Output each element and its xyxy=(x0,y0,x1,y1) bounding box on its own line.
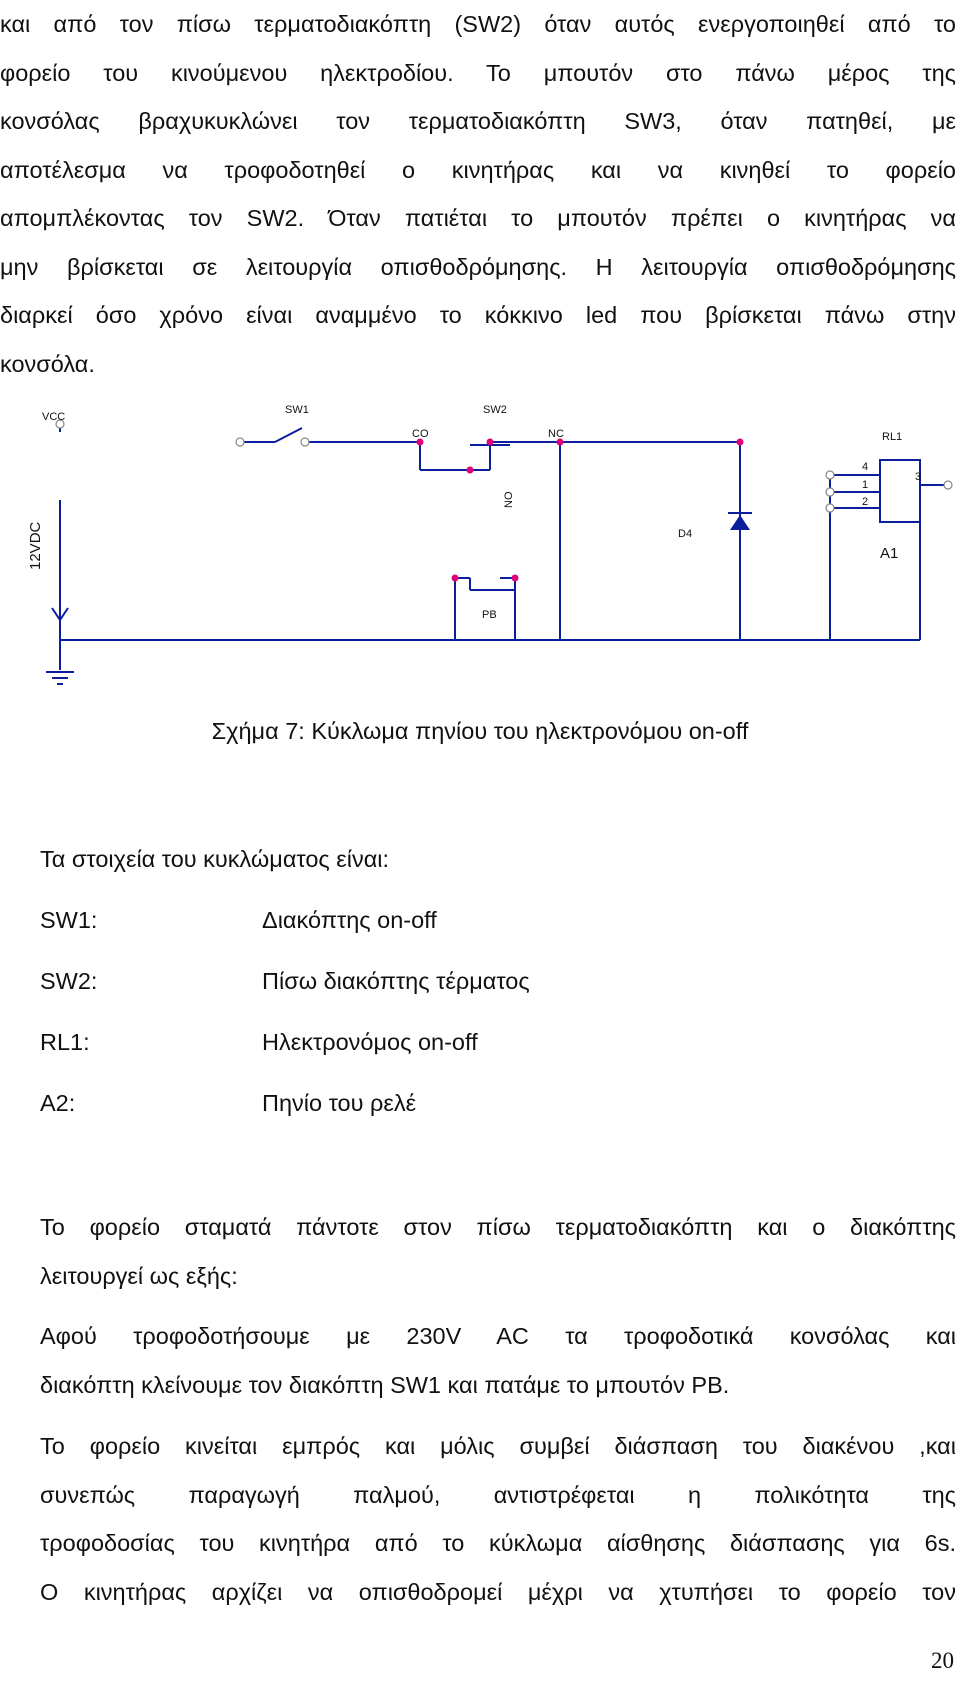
intro-line: κονσόλα. xyxy=(0,350,95,377)
paragraph-line: συνεπώς παραγωγή παλμού, αντιστρέφεται η… xyxy=(40,1481,956,1508)
paragraph-power-on: Αφού τροφοδοτήσουμε με 230V AC τα τροφοδ… xyxy=(40,1312,956,1409)
paragraph-line: λειτουργεί ως εξής: xyxy=(40,1262,238,1289)
paragraph-line: διακόπτη κλείνουμε τον διακόπτη SW1 και … xyxy=(40,1371,730,1398)
intro-line: και από τον πίσω τερματοδιακόπτη (SW2) ό… xyxy=(0,11,956,37)
label-sw2: SW2 xyxy=(483,404,507,416)
label-d4: D4 xyxy=(678,528,692,540)
label-12vdc: 12VDC xyxy=(27,521,44,570)
ground-icon xyxy=(46,671,74,685)
label-sw1: SW1 xyxy=(285,404,309,416)
component-term: SW1: xyxy=(40,907,98,933)
circuit-wires xyxy=(59,427,945,670)
paragraph-operation-intro: Το φορείο σταματά πάντοτε στον πίσω τερμ… xyxy=(40,1203,956,1300)
paragraph-line: Αφού τροφοδοτήσουμε με 230V AC τα τροφοδ… xyxy=(40,1323,956,1349)
paragraph-movement: Το φορείο κινείται εμπρός και μόλις συμβ… xyxy=(40,1422,956,1616)
label-pin3: 3 xyxy=(915,471,921,483)
label-rl1: RL1 xyxy=(882,431,902,443)
components-intro: Τα στοιχεία του κυκλώματος είναι: xyxy=(40,846,390,872)
circuit-diagram: VCC SW1 SW2 CO NC D4 RL1 PB 4 1 2 3 A1 N… xyxy=(27,404,953,685)
figure-caption: Σχήμα 7: Κύκλωμα πηνίου του ηλεκτρονόμου… xyxy=(211,718,749,744)
intro-line: διαρκεί όσο χρόνο είναι αναμμένο το κόκκ… xyxy=(0,302,956,328)
diode-icon xyxy=(730,515,750,530)
circuit-terminals xyxy=(55,419,953,513)
paragraph-line: Ο κινητήρας αρχίζει να οπισθοδρομεί μέχρ… xyxy=(40,1578,956,1605)
component-term: SW2: xyxy=(40,968,98,994)
component-def: Ηλεκτρονόμος on-off xyxy=(262,1029,478,1055)
label-pin2: 2 xyxy=(862,496,868,508)
label-no: NO xyxy=(503,491,515,508)
label-pin4: 4 xyxy=(862,461,868,473)
component-def: Πίσω διακόπτης τέρματος xyxy=(262,968,530,994)
component-def: Διακόπτης on-off xyxy=(262,907,437,933)
paragraph-line: Το φορείο κινείται εμπρός και μόλις συμβ… xyxy=(40,1433,956,1459)
label-vcc: VCC xyxy=(42,411,65,423)
label-pin1: 1 xyxy=(862,479,868,491)
intro-line: μην βρίσκεται σε λειτουργία οπισθοδρόμησ… xyxy=(0,253,956,280)
label-pb: PB xyxy=(482,609,497,621)
intro-line: αποτέλεσμα να τροφοδοτηθεί ο κινητήρας κ… xyxy=(0,156,956,183)
label-nc: NC xyxy=(548,428,564,440)
component-term: A2: xyxy=(40,1090,76,1116)
label-a1: A1 xyxy=(880,545,898,562)
paragraph-line: τροφοδοσίας του κινητήρα από το κύκλωμα … xyxy=(40,1530,956,1556)
intro-line: φορείο του κινούμενου ηλεκτροδίου. Το μπ… xyxy=(0,59,956,86)
intro-line: κονσόλας βραχυκυκλώνει τον τερματοδιακόπ… xyxy=(0,108,956,134)
label-co: CO xyxy=(412,428,429,440)
paragraph-line: Το φορείο σταματά πάντοτε στον πίσω τερμ… xyxy=(40,1214,956,1240)
component-def: Πηνίο του ρελέ xyxy=(262,1090,417,1116)
supply-arrow-icon xyxy=(51,500,69,621)
intro-line: απομπλέκοντας τον SW2. Όταν πατιέται το … xyxy=(0,205,956,231)
circuit-nodes xyxy=(416,438,744,582)
page-number: 20 xyxy=(931,1648,954,1673)
component-term: RL1: xyxy=(40,1029,90,1055)
intro-paragraph: και από τον πίσω τερματοδιακόπτη (SW2) ό… xyxy=(0,0,956,388)
